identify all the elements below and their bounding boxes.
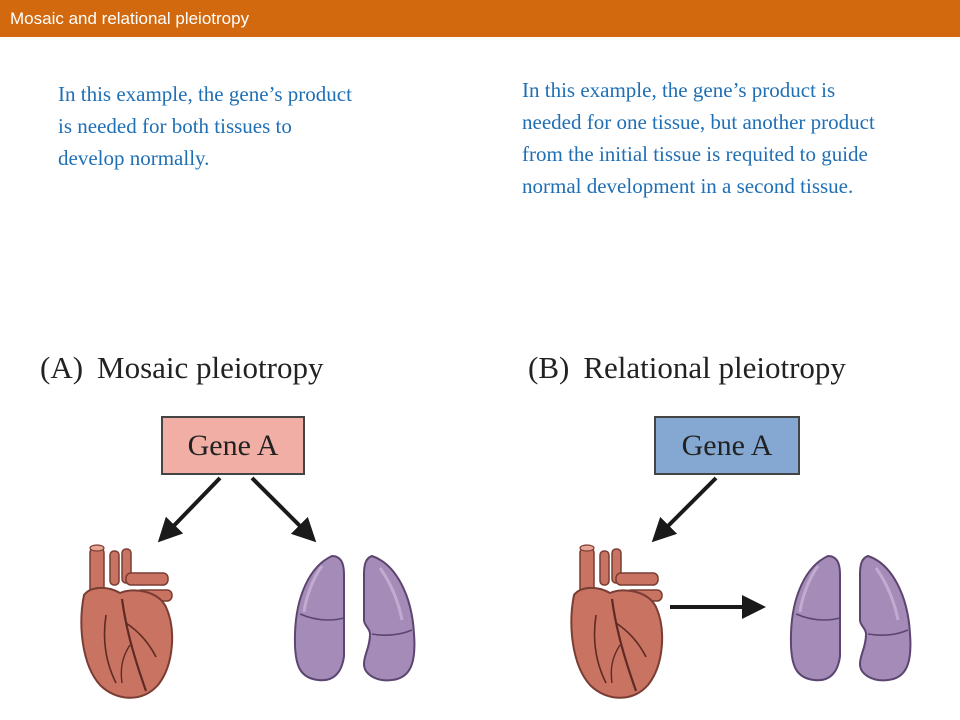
lungs-icon <box>293 554 416 682</box>
lungs-icon <box>789 554 912 682</box>
gene-a-box-mosaic: Gene A <box>161 416 305 475</box>
panel-a-label: (A) Mosaic pleiotropy <box>40 350 323 386</box>
panel-b-title: Relational pleiotropy <box>583 350 846 385</box>
arrow-icon <box>250 476 317 543</box>
title-bar: Mosaic and relational pleiotropy <box>0 0 960 37</box>
arrow-icon <box>157 476 222 543</box>
heart-icon <box>570 543 664 699</box>
arrow-icon <box>651 476 718 543</box>
panel-b-label: (B) Relational pleiotropy <box>528 350 846 386</box>
panel-a-letter: (A) <box>40 350 84 385</box>
note-right: In this example, the gene’s product is n… <box>522 78 875 198</box>
note-left: In this example, the gene’s product is n… <box>58 82 352 170</box>
panel-b-letter: (B) <box>528 350 570 385</box>
panel-a-title: Mosaic pleiotropy <box>97 350 324 385</box>
heart-icon <box>80 543 174 699</box>
gene-a-box-relational: Gene A <box>654 416 800 475</box>
page-title: Mosaic and relational pleiotropy <box>10 8 250 28</box>
